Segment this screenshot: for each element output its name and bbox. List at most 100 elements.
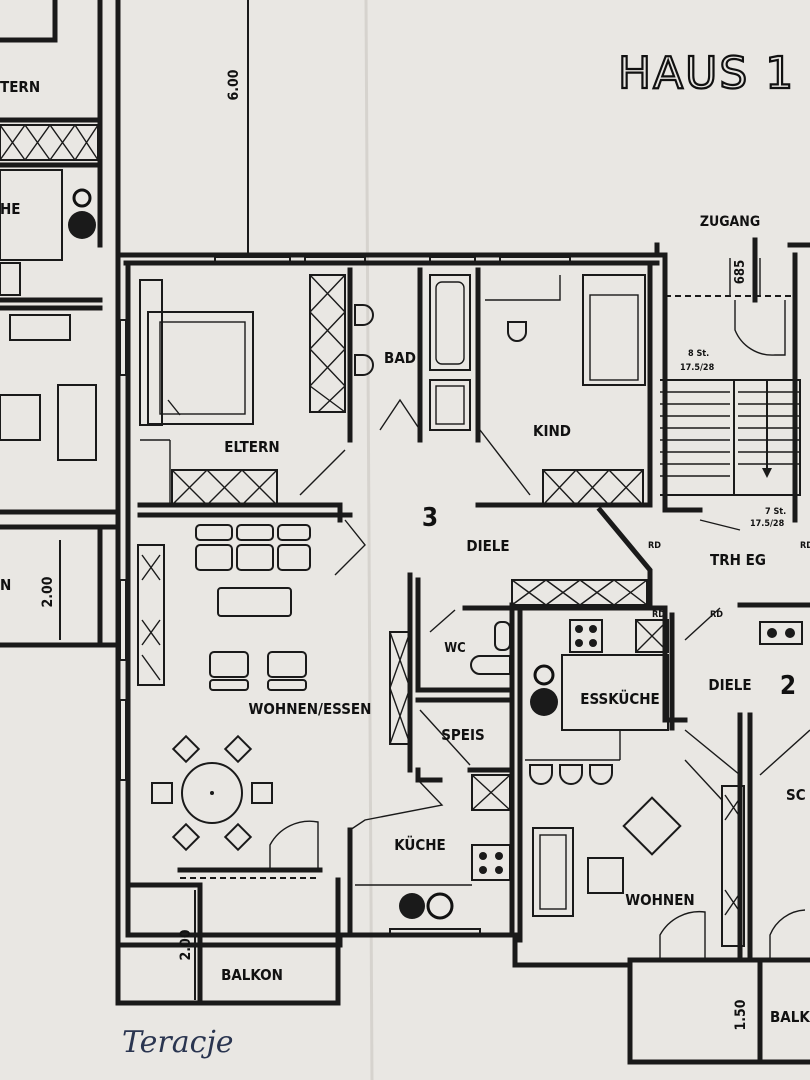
- room-wc: WC: [444, 641, 466, 656]
- seat-icon: [236, 544, 274, 571]
- diele-closet: [511, 579, 648, 606]
- kueche-room: [349, 774, 511, 920]
- dim-200-balkon: 2.00: [178, 929, 194, 960]
- counter: [561, 654, 669, 731]
- dim-685: 685: [733, 260, 748, 284]
- label-trh-eg: TRH EG: [710, 551, 766, 569]
- door-swing: [419, 709, 471, 766]
- door-swing: [334, 519, 366, 576]
- closet: [542, 469, 644, 506]
- armchair-icon: [587, 857, 624, 894]
- room-wohnen: WOHNEN: [625, 891, 694, 909]
- wardrobe: [309, 274, 346, 413]
- chair-icon: [171, 734, 201, 764]
- handwritten-note: Teracje: [122, 1025, 234, 1060]
- bed-icon: [582, 274, 646, 386]
- bathtub-icon: [429, 274, 471, 371]
- room-balkon: BALKON: [221, 966, 283, 984]
- room-eltern: ELTERN: [224, 438, 279, 456]
- sofa-icon: [532, 827, 574, 917]
- left-unit: [0, 0, 121, 648]
- chair-icon: [151, 782, 173, 804]
- stove-icon: [569, 619, 603, 653]
- armchair-icon: [209, 651, 249, 678]
- page-title: HAUS 1: [618, 48, 795, 99]
- room-eltern-left: TERN: [0, 78, 40, 96]
- toilet-icon: [507, 321, 527, 342]
- stairs-upper: [660, 379, 801, 496]
- wc-room: [429, 609, 511, 675]
- room-kueche: KÜCHE: [394, 835, 446, 854]
- door-mark: RD: [648, 541, 661, 551]
- unit-number-3: 3: [422, 503, 438, 533]
- sink-icon: [354, 304, 374, 326]
- door-mark: RD: [710, 610, 723, 620]
- room-diele: DIELE: [466, 537, 509, 555]
- fridge-icon: [635, 619, 669, 653]
- room-diele-2: DIELE: [708, 676, 751, 694]
- sink-icon: [399, 892, 454, 920]
- table-icon: [217, 587, 292, 617]
- stair-note-upper-b: 17.5/28: [680, 363, 715, 373]
- room-speis: SPEIS: [441, 726, 485, 744]
- chair-icon: [223, 734, 253, 764]
- shower-icon: [429, 379, 471, 431]
- sink-icon: [354, 354, 374, 376]
- stair-note-lower-a: 7 St.: [765, 507, 786, 517]
- wohnen-essen-room: [137, 524, 411, 879]
- room-esskueche: ESSKÜCHE: [580, 689, 660, 708]
- sink-icon: [494, 621, 511, 651]
- stool-icon: [559, 764, 583, 785]
- door-swing: [299, 449, 346, 496]
- dim-200-left: 2.00: [40, 576, 56, 607]
- door-mark: RD: [800, 541, 810, 551]
- seat-icon: [277, 544, 311, 571]
- eltern-room: [139, 274, 346, 506]
- paper-fold: [364, 0, 374, 1080]
- seat-icon: [195, 524, 233, 541]
- seat-icon: [236, 524, 274, 541]
- wohnen-room: [532, 759, 806, 960]
- shelf: [389, 631, 411, 745]
- fridge-icon: [471, 774, 511, 811]
- armchair-icon: [267, 651, 307, 678]
- stair-note-lower-b: 17.5/28: [750, 519, 785, 529]
- table-icon: [622, 796, 682, 856]
- toilet-icon: [470, 655, 511, 675]
- bed-icon: [147, 311, 254, 425]
- door-swing: [734, 300, 786, 356]
- plant-shelf: [137, 544, 165, 686]
- kind-room: [479, 274, 646, 506]
- chair-icon: [251, 782, 273, 804]
- bad-room: [354, 274, 471, 431]
- left-wardrobe: [0, 124, 99, 161]
- door-swing: [269, 820, 319, 870]
- stairwell: [596, 237, 810, 611]
- stair-note-upper-a: 8 St.: [688, 349, 709, 359]
- chair-icon: [171, 822, 201, 852]
- chair-icon: [223, 822, 253, 852]
- unit-number-2: 2: [780, 671, 796, 701]
- stove-icon: [471, 844, 511, 881]
- room-wohnen-essen: WOHNEN/ESSEN: [249, 700, 372, 718]
- plant-shelf: [721, 785, 745, 947]
- dim-150: 1.50: [733, 999, 749, 1030]
- room-left-n: N: [0, 576, 11, 594]
- room-kind: KIND: [533, 422, 571, 440]
- balkon: [115, 877, 341, 1006]
- room-kueche-left: HE: [0, 200, 21, 218]
- dining-table-icon: [181, 762, 243, 824]
- room-balk: BALK: [770, 1008, 810, 1026]
- door-mark: RD: [652, 610, 665, 620]
- closet: [171, 469, 278, 506]
- esskueche-room: [525, 619, 669, 785]
- unit-2-stove: [759, 621, 803, 645]
- dim-600: 6.00: [226, 69, 242, 100]
- nightstand: [139, 279, 163, 426]
- door-swing: [659, 910, 706, 960]
- left-toilet-icon: [68, 188, 96, 239]
- room-sc: SC: [786, 786, 806, 804]
- seat-icon: [195, 544, 233, 571]
- sink-icon: [530, 664, 558, 716]
